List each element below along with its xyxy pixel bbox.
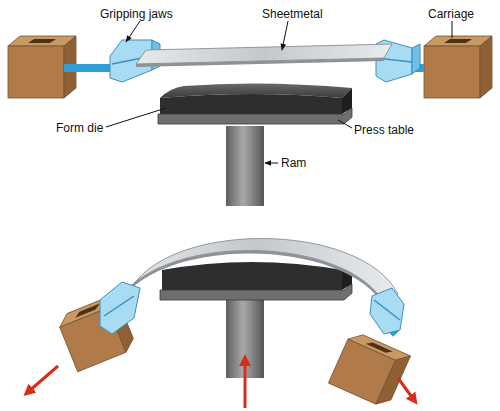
form-die-side [342, 88, 352, 114]
form-die-top [160, 83, 352, 98]
sheet-metal-bent [116, 239, 398, 307]
carriage-side [480, 36, 492, 98]
carriage-rod [64, 64, 116, 72]
leader-line [452, 21, 453, 38]
leader-line [282, 21, 288, 50]
leader-line [106, 108, 166, 127]
leader-line [126, 21, 140, 42]
carriage-slot [74, 304, 101, 318]
carriage-tilted [328, 330, 410, 409]
part-label: Press table [354, 123, 414, 137]
motion-arrow [28, 366, 58, 392]
sheet-edge [136, 58, 384, 67]
carriage-front [8, 46, 64, 98]
carriage-slot [366, 340, 393, 355]
motion-arrow [398, 378, 414, 400]
sheet-edge [116, 251, 386, 310]
leader-line [265, 163, 278, 164]
motion-arrow [244, 360, 247, 408]
form-die-front [160, 94, 342, 114]
gripping-jaw [370, 288, 404, 334]
jaw-slit [374, 300, 400, 320]
part-label: Form die [56, 121, 103, 135]
form-die-front [162, 262, 342, 290]
part-label: Carriage [428, 7, 474, 21]
ram-cylinder [226, 126, 264, 206]
part-label: Ram [281, 156, 306, 170]
carriage-slot [444, 39, 472, 43]
carriage-front [424, 46, 480, 98]
leader-line [338, 120, 352, 128]
jaw-slit [104, 296, 134, 316]
part-label: Sheetmetal [262, 7, 323, 21]
carriage-side [376, 351, 411, 409]
divider [0, 214, 500, 215]
part-label: Gripping jaws [100, 7, 173, 21]
gripping-jaw [100, 282, 140, 334]
carriage-slot [28, 39, 56, 43]
gripping-jaw-side [412, 44, 420, 74]
